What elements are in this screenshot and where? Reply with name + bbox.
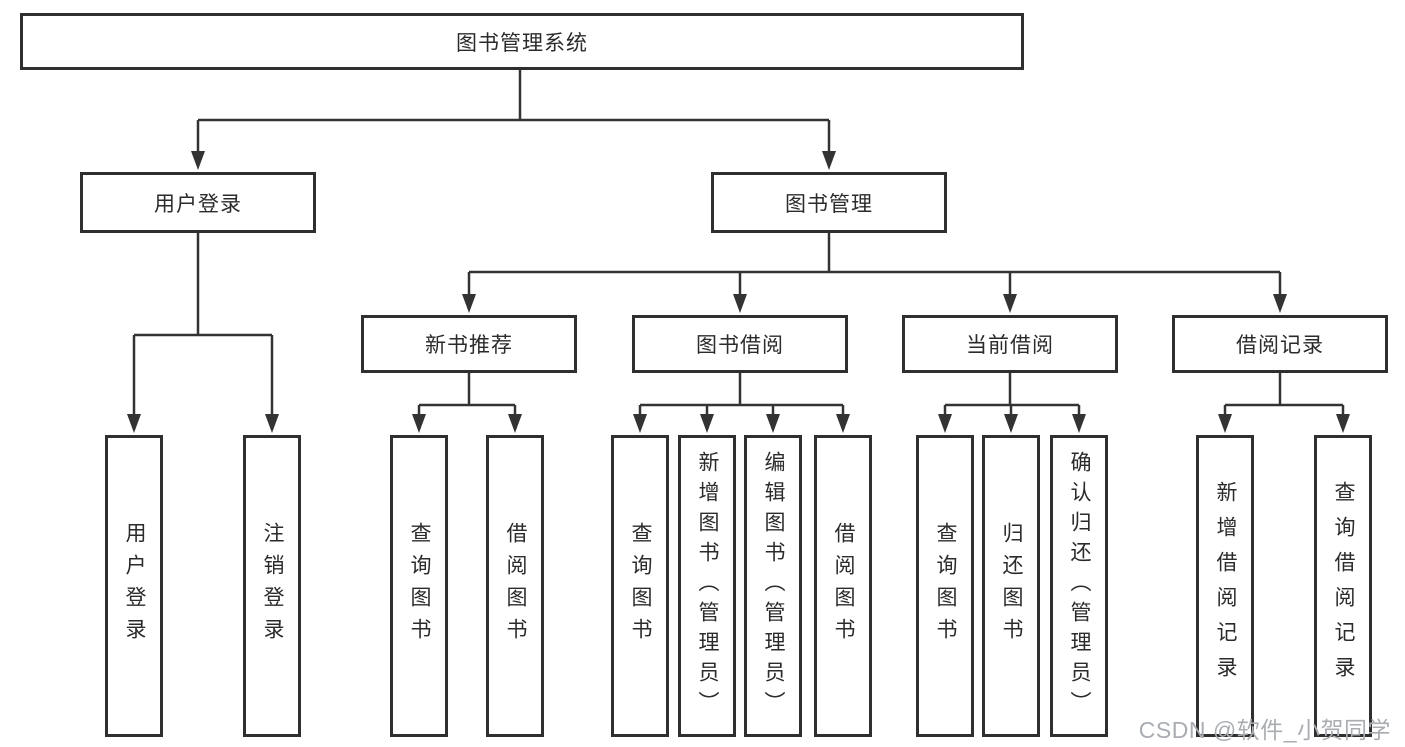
leaf-borrow-books-1: 借阅图书 xyxy=(486,435,544,737)
leaf-confirm-return-admin: 确认归还（管理员） xyxy=(1050,435,1108,737)
arrowhead-icon xyxy=(412,414,426,433)
leaf-return-books: 归还图书 xyxy=(982,435,1040,737)
node-user-login: 用户登录 xyxy=(80,172,316,233)
arrowhead-icon xyxy=(1336,414,1350,433)
arrowhead-icon xyxy=(938,414,952,433)
connector-book-mgmt-to-level2 xyxy=(462,233,1287,313)
leaf-query-books-2: 查询图书 xyxy=(611,435,669,737)
node-new-book-recommend: 新书推荐 xyxy=(361,315,577,373)
arrowhead-icon xyxy=(1273,294,1287,313)
arrowhead-icon xyxy=(508,414,522,433)
arrowhead-icon xyxy=(766,414,780,433)
leaf-add-books-admin: 新增图书（管理员） xyxy=(678,435,736,737)
connector-user-login-to-leaves xyxy=(127,233,279,433)
leaf-user-login: 用户登录 xyxy=(105,435,163,737)
leaf-add-borrow-record: 新增借阅记录 xyxy=(1196,435,1254,737)
node-book-management: 图书管理 xyxy=(711,172,947,233)
leaf-query-borrow-record: 查询借阅记录 xyxy=(1314,435,1372,737)
connector-new-book-rec-to-leaves xyxy=(412,373,522,433)
node-library-system: 图书管理系统 xyxy=(20,13,1024,70)
leaf-borrow-books-2: 借阅图书 xyxy=(814,435,872,737)
leaf-query-books-3: 查询图书 xyxy=(916,435,974,737)
arrowhead-icon xyxy=(836,414,850,433)
arrowhead-icon xyxy=(733,294,747,313)
arrowhead-icon xyxy=(633,414,647,433)
connector-current-borrow-to-leaves xyxy=(938,373,1086,433)
arrowhead-icon xyxy=(1072,414,1086,433)
csdn-watermark: CSDN @软件_小贺同学 xyxy=(1138,717,1391,743)
arrowhead-icon xyxy=(700,414,714,433)
connector-book-borrow-to-leaves xyxy=(633,373,850,433)
node-book-borrowing: 图书借阅 xyxy=(632,315,848,373)
arrowhead-icon xyxy=(462,294,476,313)
arrowhead-icon xyxy=(1218,414,1232,433)
arrowhead-icon xyxy=(1004,414,1018,433)
leaf-edit-books-admin: 编辑图书（管理员） xyxy=(744,435,802,737)
leaf-logout: 注销登录 xyxy=(243,435,301,737)
connector-borrow-records-to-leaves xyxy=(1218,373,1350,433)
connector-root-to-level1 xyxy=(191,70,836,170)
arrowhead-icon xyxy=(127,414,141,433)
arrowhead-icon xyxy=(265,414,279,433)
node-borrowing-records: 借阅记录 xyxy=(1172,315,1388,373)
node-current-borrowing: 当前借阅 xyxy=(902,315,1118,373)
leaf-query-books-1: 查询图书 xyxy=(390,435,448,737)
arrowhead-icon xyxy=(191,151,205,170)
arrowhead-icon xyxy=(822,151,836,170)
arrowhead-icon xyxy=(1003,294,1017,313)
